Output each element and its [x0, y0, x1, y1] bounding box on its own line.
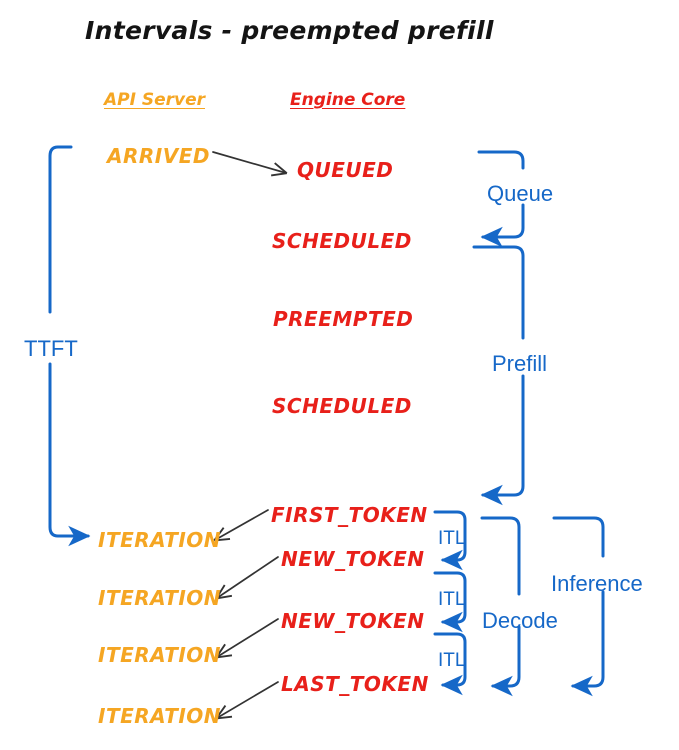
decode-bracket — [480, 516, 521, 697]
api-event-iteration-3: ITERATION — [98, 643, 222, 667]
interval-label-prefill: Prefill — [492, 351, 548, 376]
arrow-new-token-to-iteration-1 — [215, 556, 279, 600]
api-event-iteration-1: ITERATION — [98, 528, 222, 552]
api-event-iteration-2: ITERATION — [98, 586, 222, 610]
inference-bracket — [552, 516, 605, 697]
page-title: Intervals - preempted prefill — [85, 16, 494, 45]
interval-label-itl-2: ITL — [438, 589, 466, 610]
interval-label-decode: Decode — [482, 608, 558, 633]
engine-event-last-token: LAST_TOKEN — [281, 672, 429, 696]
arrow-first-token-to-iteration — [213, 509, 269, 542]
api-event-arrived: ARRIVED — [107, 144, 210, 168]
api-event-iteration-4: ITERATION — [98, 704, 222, 728]
engine-event-queued: QUEUED — [297, 158, 394, 182]
engine-event-scheduled-1: SCHEDULED — [272, 229, 412, 253]
interval-label-ttft: TTFT — [24, 336, 78, 361]
engine-event-scheduled-2: SCHEDULED — [272, 394, 412, 418]
engine-event-preempted: PREEMPTED — [273, 307, 414, 331]
arrow-arrived-to-queued — [212, 151, 288, 177]
engine-event-first-token: FIRST_TOKEN — [271, 503, 428, 527]
arrow-last-token-to-iteration-3 — [215, 681, 279, 720]
interval-label-queue: Queue — [487, 181, 554, 206]
interval-label-itl-1: ITL — [438, 528, 466, 549]
column-header-api-server: API Server — [104, 90, 206, 110]
engine-event-new-token-2: NEW_TOKEN — [281, 609, 425, 633]
arrow-new-token-to-iteration-2 — [215, 618, 279, 659]
engine-event-new-token-1: NEW_TOKEN — [281, 547, 425, 571]
column-header-engine-core: Engine Core — [290, 90, 406, 110]
interval-label-inference: Inference — [551, 571, 643, 596]
interval-label-itl-3: ITL — [438, 650, 466, 671]
